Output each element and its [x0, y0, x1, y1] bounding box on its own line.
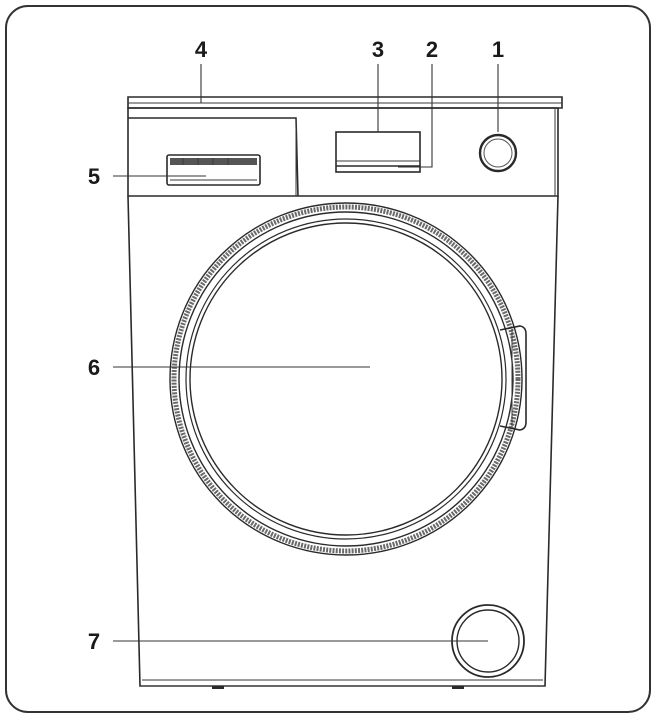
foot-left [212, 686, 224, 689]
door-handle[interactable] [499, 325, 527, 431]
callout-1: 1 [492, 37, 504, 62]
worktop [127, 96, 563, 109]
callout-2: 2 [426, 37, 438, 62]
leader-lines [113, 64, 499, 642]
callout-3: 3 [372, 37, 384, 62]
door-porthole-icon[interactable] [169, 202, 527, 556]
detergent-drawer-icon[interactable] [128, 117, 299, 197]
foot-right [452, 686, 464, 689]
leader-2 [398, 64, 433, 168]
program-selector-knob-icon[interactable] [478, 133, 518, 173]
washing-machine [127, 96, 563, 689]
callout-4: 4 [195, 37, 208, 62]
callout-labels: 1 2 3 4 5 6 7 [88, 37, 504, 654]
callout-5: 5 [88, 164, 100, 189]
callout-7: 7 [88, 629, 100, 654]
callout-6: 6 [88, 355, 100, 380]
